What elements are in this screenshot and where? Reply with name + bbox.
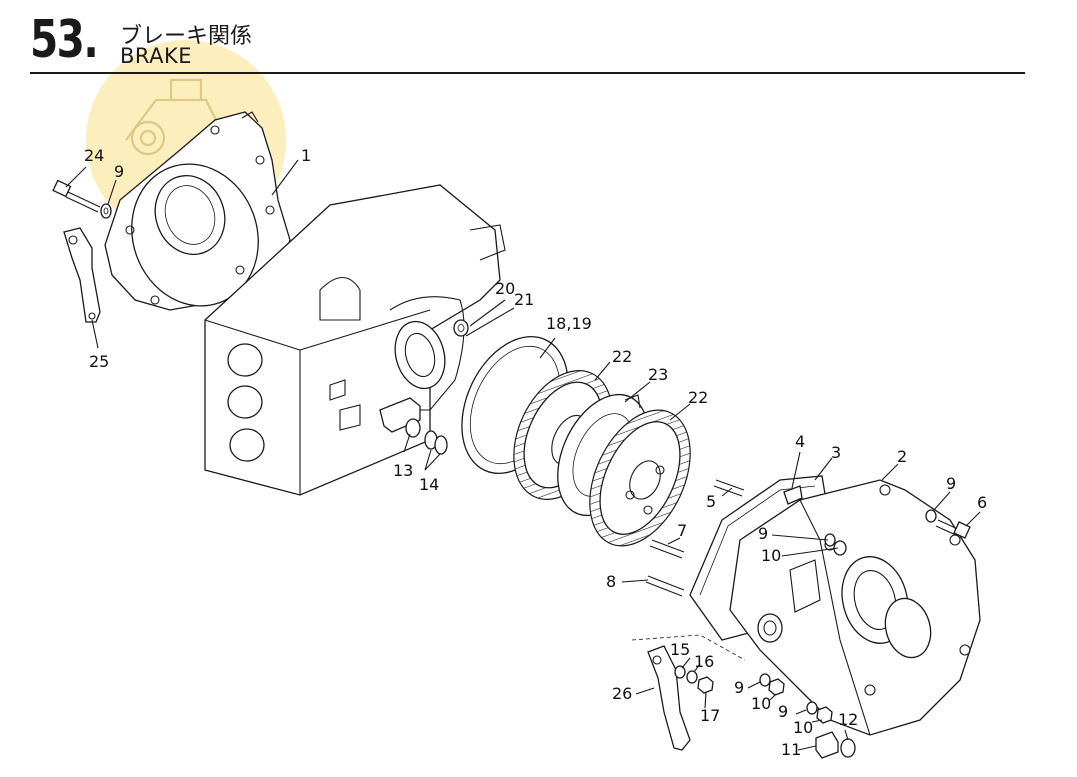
part-stud-8 bbox=[645, 575, 685, 597]
part-o-ring-14 bbox=[424, 430, 448, 455]
page-title-japanese: ブレーキ関係 bbox=[120, 24, 253, 49]
callout-10: 10 bbox=[761, 546, 782, 565]
part-lever-26 bbox=[631, 634, 746, 751]
callout-22: 22 bbox=[612, 347, 633, 366]
callout-9: 9 bbox=[734, 678, 745, 697]
callout-6: 6 bbox=[977, 493, 988, 512]
callout-18-19: 18,19 bbox=[546, 314, 592, 333]
part-washer-16 bbox=[686, 670, 698, 684]
callout-10: 10 bbox=[751, 694, 772, 713]
callout-9: 9 bbox=[114, 162, 125, 181]
callout-9: 9 bbox=[778, 702, 789, 721]
part-brake-flange bbox=[104, 111, 291, 311]
part-transmission-case bbox=[204, 184, 506, 496]
part-pin-3 bbox=[783, 485, 803, 505]
callout-21: 21 bbox=[514, 290, 535, 309]
callout-16: 16 bbox=[694, 652, 715, 671]
callout-7: 7 bbox=[677, 521, 688, 540]
part-stud-5 bbox=[713, 479, 745, 497]
callout-9: 9 bbox=[758, 524, 769, 543]
callout-22: 22 bbox=[688, 388, 709, 407]
part-nut-9-10-upper bbox=[824, 533, 847, 556]
callout-25: 25 bbox=[89, 352, 110, 371]
part-lever-25 bbox=[63, 227, 101, 323]
part-washer-15 bbox=[674, 665, 686, 679]
callout-24: 24 bbox=[84, 146, 105, 165]
part-stud-7 bbox=[649, 539, 685, 559]
title-divider bbox=[30, 72, 1025, 74]
callout-11: 11 bbox=[781, 740, 802, 759]
callout-4: 4 bbox=[795, 432, 806, 451]
callout-26: 26 bbox=[612, 684, 633, 703]
callout-17: 17 bbox=[700, 706, 721, 725]
callout-12: 12 bbox=[838, 710, 859, 729]
part-seal-12 bbox=[840, 738, 856, 758]
leader-lines bbox=[65, 159, 981, 751]
part-brake-housing-2 bbox=[729, 479, 981, 736]
part-nut-9-10-mid bbox=[759, 673, 785, 696]
callout-1: 1 bbox=[301, 146, 312, 165]
callout-13: 13 bbox=[393, 461, 414, 480]
callout-23: 23 bbox=[648, 365, 669, 384]
callout-9: 9 bbox=[946, 474, 957, 493]
part-washer-9 bbox=[100, 203, 112, 219]
section-number: 53. bbox=[30, 10, 99, 70]
callout-14: 14 bbox=[419, 475, 440, 494]
callout-5: 5 bbox=[706, 492, 717, 511]
callout-15: 15 bbox=[670, 640, 691, 659]
part-nut-17 bbox=[697, 676, 714, 694]
part-bolt-6 bbox=[935, 519, 971, 539]
part-nut-20-21 bbox=[453, 319, 469, 337]
callout-10: 10 bbox=[793, 718, 814, 737]
part-friction-disc-22b bbox=[589, 409, 691, 547]
part-washer-9-right bbox=[925, 509, 937, 523]
callout-2: 2 bbox=[897, 447, 908, 466]
callout-8: 8 bbox=[606, 572, 617, 591]
part-bolt-24 bbox=[52, 179, 101, 213]
callout-3: 3 bbox=[831, 443, 842, 462]
page-title: BRAKE bbox=[120, 44, 193, 68]
part-shaft-13 bbox=[379, 397, 421, 438]
part-plug-11 bbox=[815, 731, 839, 759]
part-nut-9-10-low bbox=[806, 701, 833, 724]
callout-20: 20 bbox=[495, 279, 516, 298]
